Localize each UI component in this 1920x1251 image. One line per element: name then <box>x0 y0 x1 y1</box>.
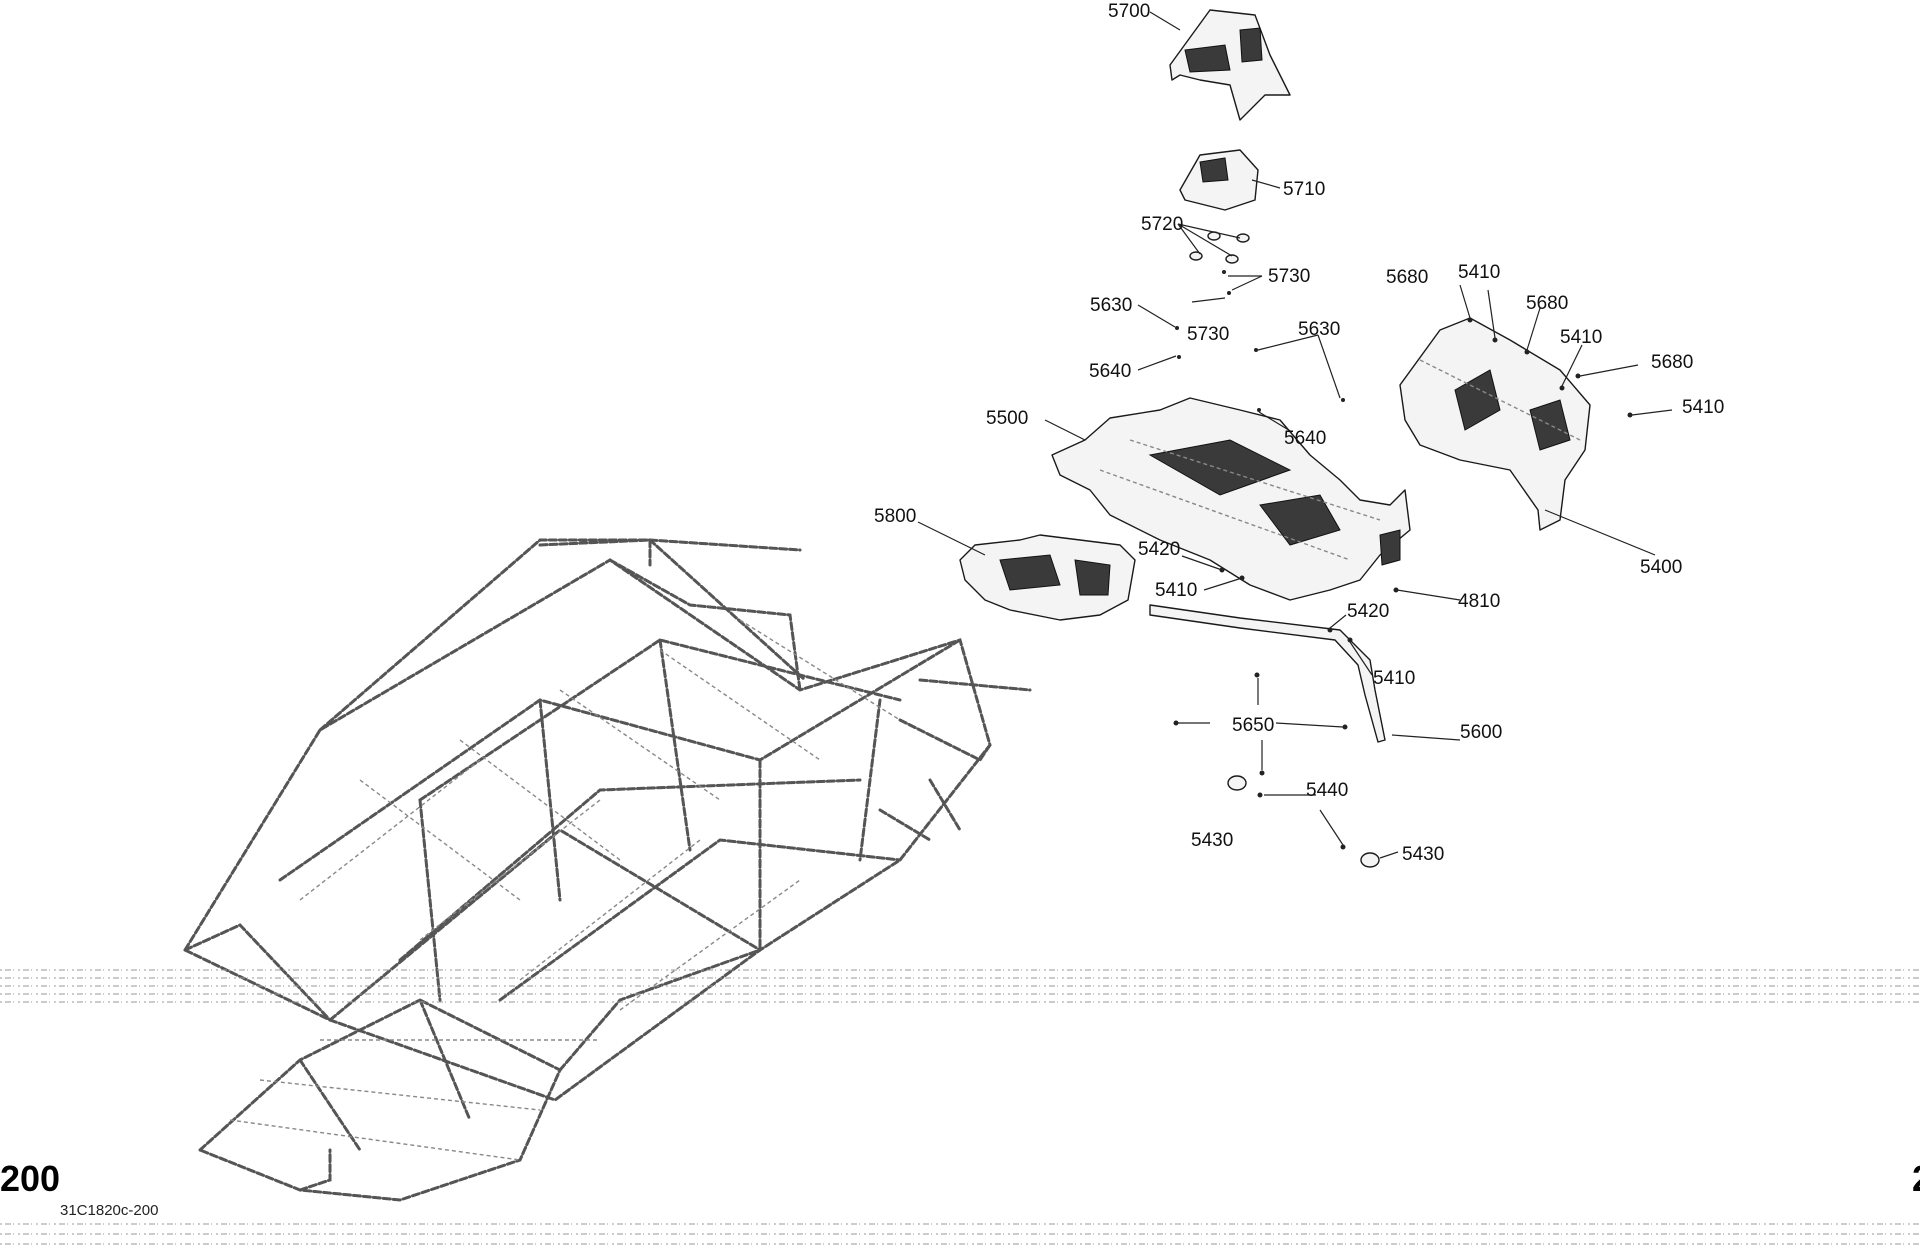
part-5600-drawing <box>1149 604 1386 743</box>
label-5410-center: 5410 <box>1155 580 1197 601</box>
part-5710-drawing <box>1179 149 1259 211</box>
label-5430-right: 5430 <box>1402 844 1444 865</box>
page-number-edge: 2 <box>1912 1158 1920 1199</box>
label-5430-left: 5430 <box>1191 830 1233 851</box>
label-5410-lower: 5410 <box>1373 668 1415 689</box>
label-5420-left: 5420 <box>1138 539 1180 560</box>
label-5730-upper: 5730 <box>1268 266 1310 287</box>
label-5700: 5700 <box>1108 1 1150 22</box>
label-5630-left: 5630 <box>1090 295 1132 316</box>
label-5680-middle: 5680 <box>1526 293 1568 314</box>
label-5730-lower: 5730 <box>1187 324 1229 345</box>
label-5410-right: 5410 <box>1682 397 1724 418</box>
label-5420-right: 5420 <box>1347 601 1389 622</box>
part-5700-drawing <box>1169 9 1291 121</box>
label-5680-left: 5680 <box>1386 267 1428 288</box>
label-5640-right: 5640 <box>1284 428 1326 449</box>
scan-noise <box>0 969 1920 1245</box>
label-5600: 5600 <box>1460 722 1502 743</box>
label-5680-right: 5680 <box>1651 352 1693 373</box>
label-5500: 5500 <box>986 408 1028 429</box>
label-5410-top: 5410 <box>1458 262 1500 283</box>
part-5720-drawing <box>1189 231 1250 264</box>
vehicle-frame-drawing <box>182 538 1032 1202</box>
part-labels: 5700 5710 5720 5730 5730 5630 5630 5640 … <box>874 1 1724 865</box>
label-5720: 5720 <box>1141 214 1183 235</box>
label-5650: 5650 <box>1232 715 1274 736</box>
label-5800: 5800 <box>874 506 916 527</box>
part-5800-drawing <box>959 534 1136 621</box>
label-5440: 5440 <box>1306 780 1348 801</box>
part-5500-drawing <box>1051 397 1411 601</box>
page-number: 200 <box>0 1158 60 1199</box>
label-5400: 5400 <box>1640 557 1682 578</box>
label-5410-side: 5410 <box>1560 327 1602 348</box>
label-4810: 4810 <box>1458 591 1500 612</box>
drawing-reference: 31C1820c-200 <box>60 1202 158 1219</box>
label-5640-left: 5640 <box>1089 361 1131 382</box>
label-5710: 5710 <box>1283 179 1325 200</box>
part-5430-drawing <box>1227 775 1380 868</box>
label-5630-right: 5630 <box>1298 319 1340 340</box>
leader-lines <box>917 11 1673 859</box>
part-5400-drawing <box>1399 317 1591 531</box>
